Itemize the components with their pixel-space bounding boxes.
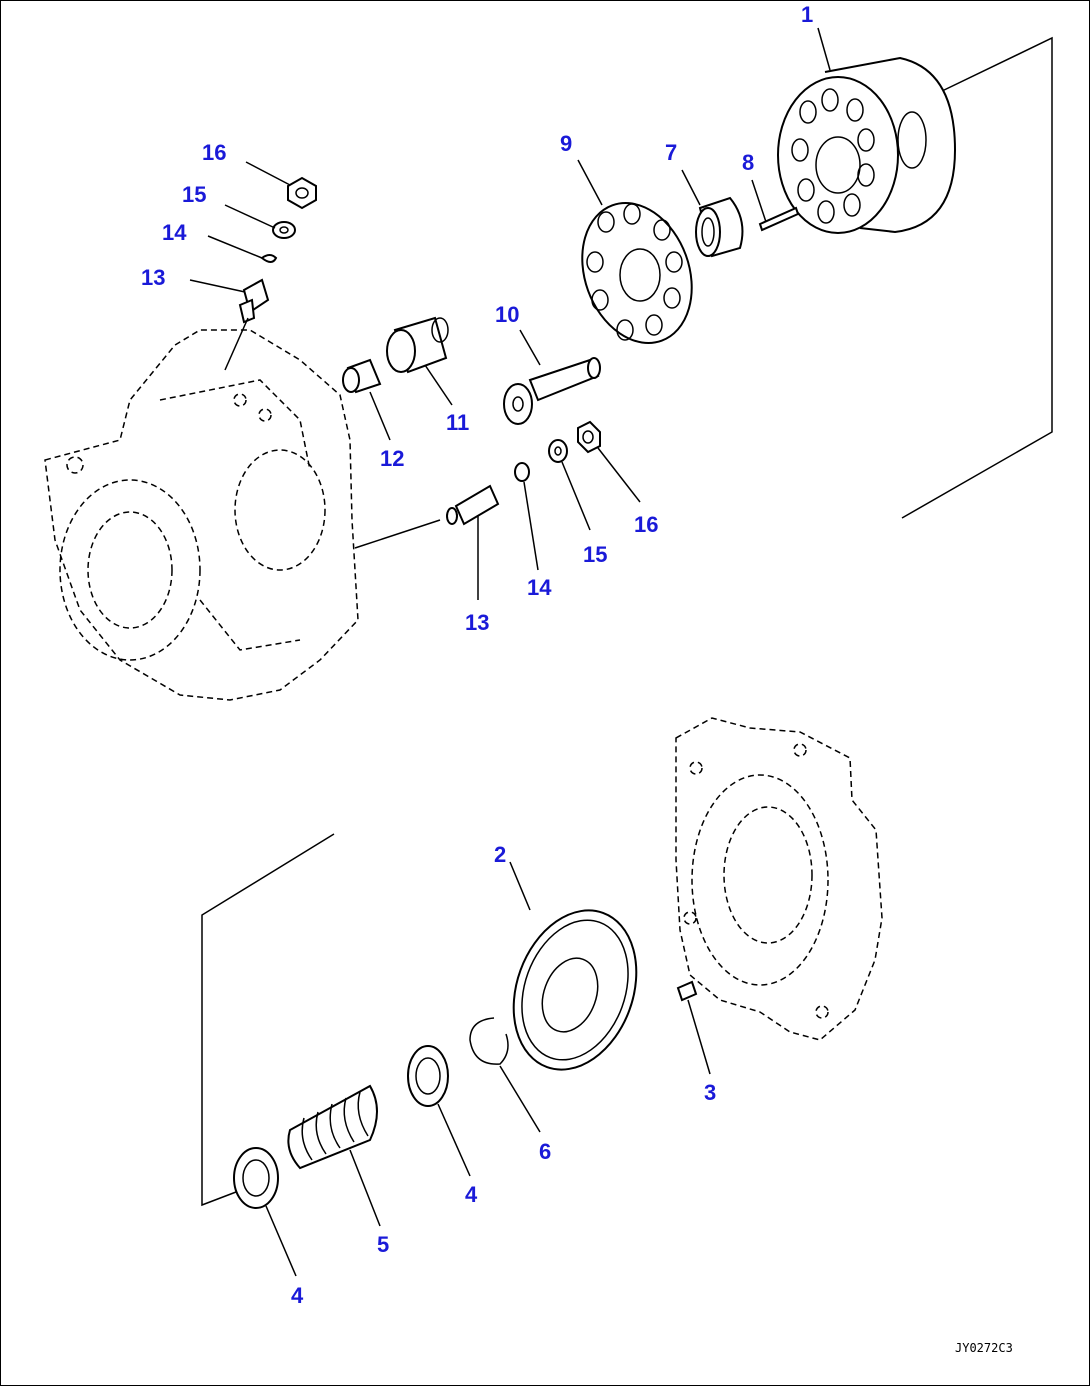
callout-6: 6 xyxy=(539,1139,551,1164)
snap-ring xyxy=(469,1017,509,1065)
pin xyxy=(758,206,800,232)
collar xyxy=(342,358,382,394)
callout-1: 1 xyxy=(801,2,813,27)
callout-8: 8 xyxy=(742,150,754,175)
callout-14: 14 xyxy=(162,220,187,245)
washer-spring-top xyxy=(407,1045,449,1107)
callout-labels: 1 16 15 14 13 9 7 8 10 11 12 16 15 14 13… xyxy=(141,2,813,1308)
cylinder-block xyxy=(777,56,957,234)
o-ring-upper xyxy=(260,254,278,263)
callout-16: 16 xyxy=(202,140,226,165)
leader-11 xyxy=(424,364,453,406)
piston xyxy=(503,357,601,425)
leader-5 xyxy=(349,1149,381,1227)
washer-upper xyxy=(272,221,296,239)
sleeve xyxy=(386,316,449,374)
callout-13: 13 xyxy=(465,610,489,635)
callout-16: 16 xyxy=(634,512,658,537)
leader-4a xyxy=(437,1103,471,1177)
leader-10 xyxy=(519,329,541,366)
leader-8 xyxy=(751,179,767,223)
leader-4b xyxy=(265,1205,297,1277)
callout-15: 15 xyxy=(583,542,607,567)
leader-16a xyxy=(245,161,291,186)
leader-15a xyxy=(224,204,276,229)
callout-4: 4 xyxy=(465,1182,478,1207)
leader-14a xyxy=(207,235,263,259)
leader-7 xyxy=(681,169,701,206)
leader-15b xyxy=(561,461,591,531)
callout-13: 13 xyxy=(141,265,165,290)
valve-plate xyxy=(512,909,638,1071)
plug-lower xyxy=(446,484,500,526)
leader-13a-housing xyxy=(224,317,249,371)
spring xyxy=(287,1084,378,1170)
nut-lower xyxy=(577,420,601,454)
leader-14b xyxy=(523,481,539,571)
callout-3: 3 xyxy=(704,1080,716,1105)
nut-upper xyxy=(287,176,317,210)
leader-1 xyxy=(817,27,831,71)
leader-3 xyxy=(687,999,711,1075)
spherical-bushing xyxy=(695,196,744,258)
callout-15: 15 xyxy=(182,182,206,207)
callout-2: 2 xyxy=(494,842,506,867)
callout-4: 4 xyxy=(291,1283,304,1308)
callout-7: 7 xyxy=(665,140,677,165)
washer-lower xyxy=(548,439,568,463)
callout-14: 14 xyxy=(527,575,552,600)
callout-5: 5 xyxy=(377,1232,389,1257)
callout-11: 11 xyxy=(446,410,469,435)
dowel-pin xyxy=(676,980,698,1002)
callout-10: 10 xyxy=(495,302,519,327)
leader-16b xyxy=(597,447,641,503)
callout-12: 12 xyxy=(380,446,404,471)
assembly-axis-line xyxy=(354,519,441,549)
plug-upper xyxy=(238,278,270,324)
end-cover xyxy=(675,717,883,1041)
drawing-id: JY0272C3 xyxy=(955,1341,1013,1355)
retainer-plate xyxy=(581,202,693,344)
leader-9 xyxy=(577,159,603,206)
pump-housing xyxy=(44,329,359,701)
leader-lines xyxy=(189,27,831,1277)
leader-13a xyxy=(189,279,246,293)
o-ring-lower xyxy=(514,462,530,482)
washer-spring-bottom xyxy=(233,1147,279,1209)
leader-2 xyxy=(509,861,531,911)
assembly-axis-line xyxy=(201,833,335,1207)
callout-9: 9 xyxy=(560,131,572,156)
leader-6 xyxy=(499,1065,541,1133)
assembly-axis-line xyxy=(901,36,1053,519)
leader-12 xyxy=(369,391,391,441)
